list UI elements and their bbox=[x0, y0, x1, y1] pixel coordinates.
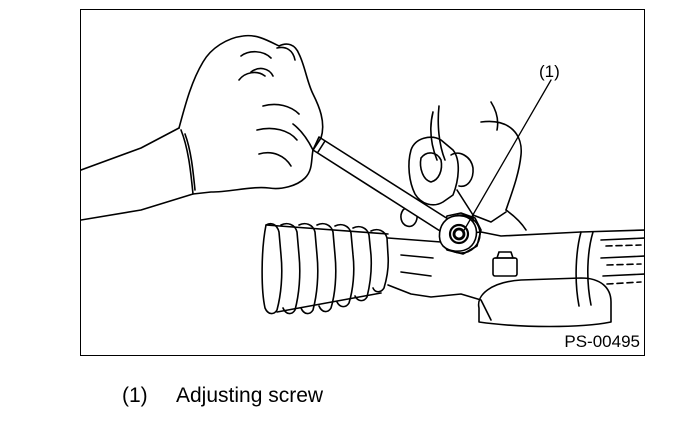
wrench bbox=[312, 136, 478, 252]
legend-key: (1) bbox=[122, 384, 148, 407]
illustration-frame: (1) PS-00495 bbox=[80, 9, 645, 356]
hand-with-wrench bbox=[81, 34, 324, 221]
callout-leader bbox=[462, 79, 552, 233]
legend-item: (1) Adjusting screw bbox=[122, 384, 323, 408]
legend-text: Adjusting screw bbox=[176, 384, 324, 407]
figure-id: PS-00495 bbox=[564, 332, 640, 351]
callout-label: (1) bbox=[539, 62, 560, 81]
legend: (1) Adjusting screw bbox=[122, 384, 323, 408]
steering-gearbox-drawing bbox=[81, 34, 644, 328]
rack-housing bbox=[387, 229, 644, 328]
rubber-boot bbox=[261, 222, 390, 315]
